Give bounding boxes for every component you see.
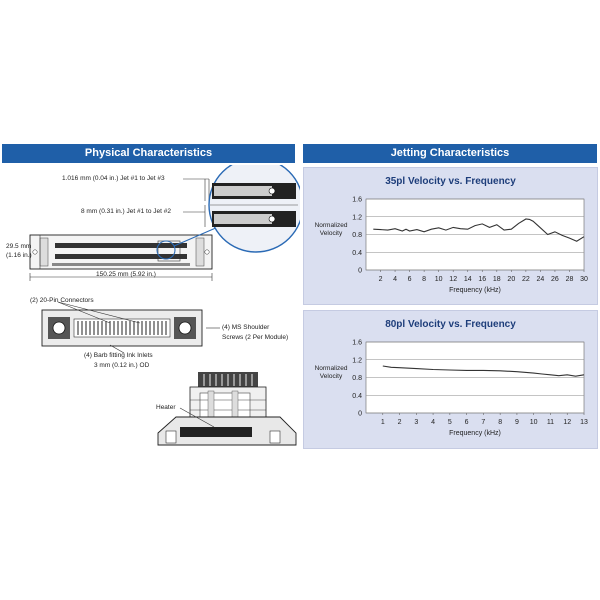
x-tick-label: 6 [408, 276, 412, 283]
x-axis-label: Frequency (kHz) [449, 287, 501, 294]
y-tick-label: 0.4 [352, 250, 362, 257]
dimension-width-line [29, 273, 213, 281]
x-tick-label: 1 [381, 419, 385, 426]
y-tick-label: 1.6 [352, 197, 362, 204]
x-tick-label: 12 [563, 419, 571, 426]
y-tick-label: 0.8 [352, 375, 362, 382]
x-tick-label: 11 [547, 419, 554, 426]
x-tick-label: 24 [537, 276, 545, 283]
x-tick-label: 9 [515, 419, 519, 426]
series-line [382, 365, 585, 377]
x-tick-label: 22 [522, 276, 530, 283]
x-tick-label: 3 [414, 419, 418, 426]
x-tick-label: 14 [464, 276, 472, 283]
x-tick-label: 2 [379, 276, 383, 283]
shoulder-screws-label: (4) MS Shoulder [222, 324, 270, 331]
jetting-characteristics-header: Jetting Characteristics [303, 144, 597, 163]
x-tick-label: 4 [431, 419, 435, 426]
barb-inlets-label: (4) Barb fitting Ink Inlets [84, 352, 153, 359]
x-tick-label: 8 [422, 276, 426, 283]
x-tick-label: 26 [551, 276, 559, 283]
x-tick-label: 28 [566, 276, 574, 283]
dim-jet13-label: 1.016 mm (0.04 in.) Jet #1 to Jet #3 [62, 175, 165, 182]
y-tick-label: 0.8 [352, 232, 362, 239]
x-tick-label: 6 [465, 419, 469, 426]
x-tick-label: 2 [398, 419, 402, 426]
x-tick-label: 18 [493, 276, 501, 283]
chart-panel-80pl: 80pl Velocity vs. Frequency Normalized V… [303, 310, 598, 449]
x-tick-label: 4 [393, 276, 397, 283]
y-tick-label: 1.6 [352, 340, 362, 347]
printhead-drawings [29, 165, 300, 446]
y-tick-label: 0.4 [352, 393, 362, 400]
chart-title: 80pl Velocity vs. Frequency [385, 319, 516, 330]
chart-ylabel: Normalized Velocity [314, 222, 348, 237]
x-tick-label: 20 [507, 276, 515, 283]
printhead-top-view [41, 301, 220, 354]
series-line [373, 218, 585, 242]
chart-title: 35pl Velocity vs. Frequency [385, 176, 516, 187]
barb-inlets-label-2: 3 mm (0.12 in.) OD [94, 362, 150, 369]
dimension-jet12-line [183, 205, 206, 227]
x-tick-label: 30 [580, 276, 588, 283]
y-tick-label: 0 [358, 411, 362, 418]
dim-jet12-label: 8 mm (0.31 in.) Jet #1 to Jet #2 [81, 208, 171, 215]
x-tick-label: 10 [530, 419, 538, 426]
physical-characteristics-header: Physical Characteristics [2, 144, 295, 163]
x-tick-label: 10 [435, 276, 443, 283]
chart-panel-35pl: 35pl Velocity vs. Frequency Normalized V… [303, 167, 598, 305]
dimension-jet13-line [183, 178, 210, 201]
shoulder-screws-label-2: Screws (2 Per Module) [222, 334, 289, 341]
x-tick-label: 5 [448, 419, 452, 426]
dim-width-label: 150.25 mm (5.92 in.) [96, 271, 156, 278]
x-tick-label: 8 [498, 419, 502, 426]
connectors-label: (2) 20-Pin Connectors [30, 297, 94, 304]
x-tick-label: 12 [449, 276, 457, 283]
nozzle-detail-callout [156, 165, 300, 260]
printhead-iso-view [157, 372, 297, 446]
y-tick-label: 0 [358, 268, 362, 275]
printhead-front-view [29, 234, 213, 270]
x-axis-label: Frequency (kHz) [449, 430, 501, 437]
x-tick-label: 16 [478, 276, 486, 283]
y-tick-label: 1.2 [352, 357, 362, 364]
x-tick-label: 7 [481, 419, 485, 426]
heater-label: Heater [156, 404, 176, 411]
chart-ylabel: Normalized Velocity [314, 365, 348, 380]
dim-height-in-label: (1.16 in.) [6, 252, 32, 259]
y-tick-label: 1.2 [352, 214, 362, 221]
x-tick-label: 13 [580, 419, 588, 426]
dim-height-label: 29.5 mm [6, 243, 32, 250]
